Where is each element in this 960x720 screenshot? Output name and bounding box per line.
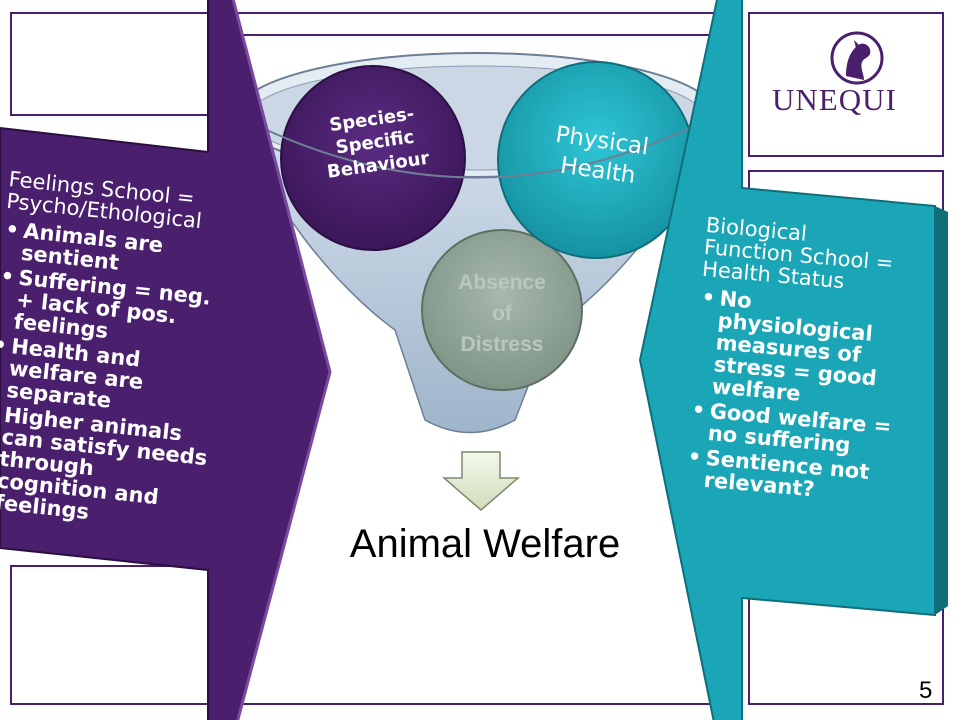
right-chevron-shadow	[935, 206, 948, 615]
left-text-block: Feelings School = Psycho/Ethological Ani…	[0, 167, 241, 538]
left-bullet-list: Animals are sentient Suffering = neg. + …	[0, 218, 236, 536]
circle-distress-label: Absence of Distress	[458, 271, 546, 356]
horse-head-logo-icon	[830, 31, 884, 85]
right-text-block: Biological Function School = Health Stat…	[683, 213, 919, 510]
left-bullet-item: Higher animals can satisfy needs through…	[0, 402, 216, 536]
down-arrow	[441, 451, 521, 511]
right-bullet-item: No physiological measures of stress = go…	[691, 286, 912, 414]
frame-top-left	[10, 12, 210, 116]
circle-absence-of-distress	[421, 229, 583, 391]
left-chevron-edge	[231, 0, 332, 720]
frame-bottom-left	[10, 565, 210, 705]
page-number: 5	[919, 677, 933, 704]
circle-species-specific	[280, 65, 466, 251]
animal-welfare-title: Animal Welfare	[349, 522, 621, 566]
unequi-logo-text: UNEQUI	[772, 82, 897, 117]
right-bullet-list: No physiological measures of stress = go…	[683, 286, 912, 508]
funnel-rim-front	[235, 114, 717, 179]
frame-bottom-middle	[222, 660, 742, 705]
frame-top-middle	[222, 12, 742, 36]
